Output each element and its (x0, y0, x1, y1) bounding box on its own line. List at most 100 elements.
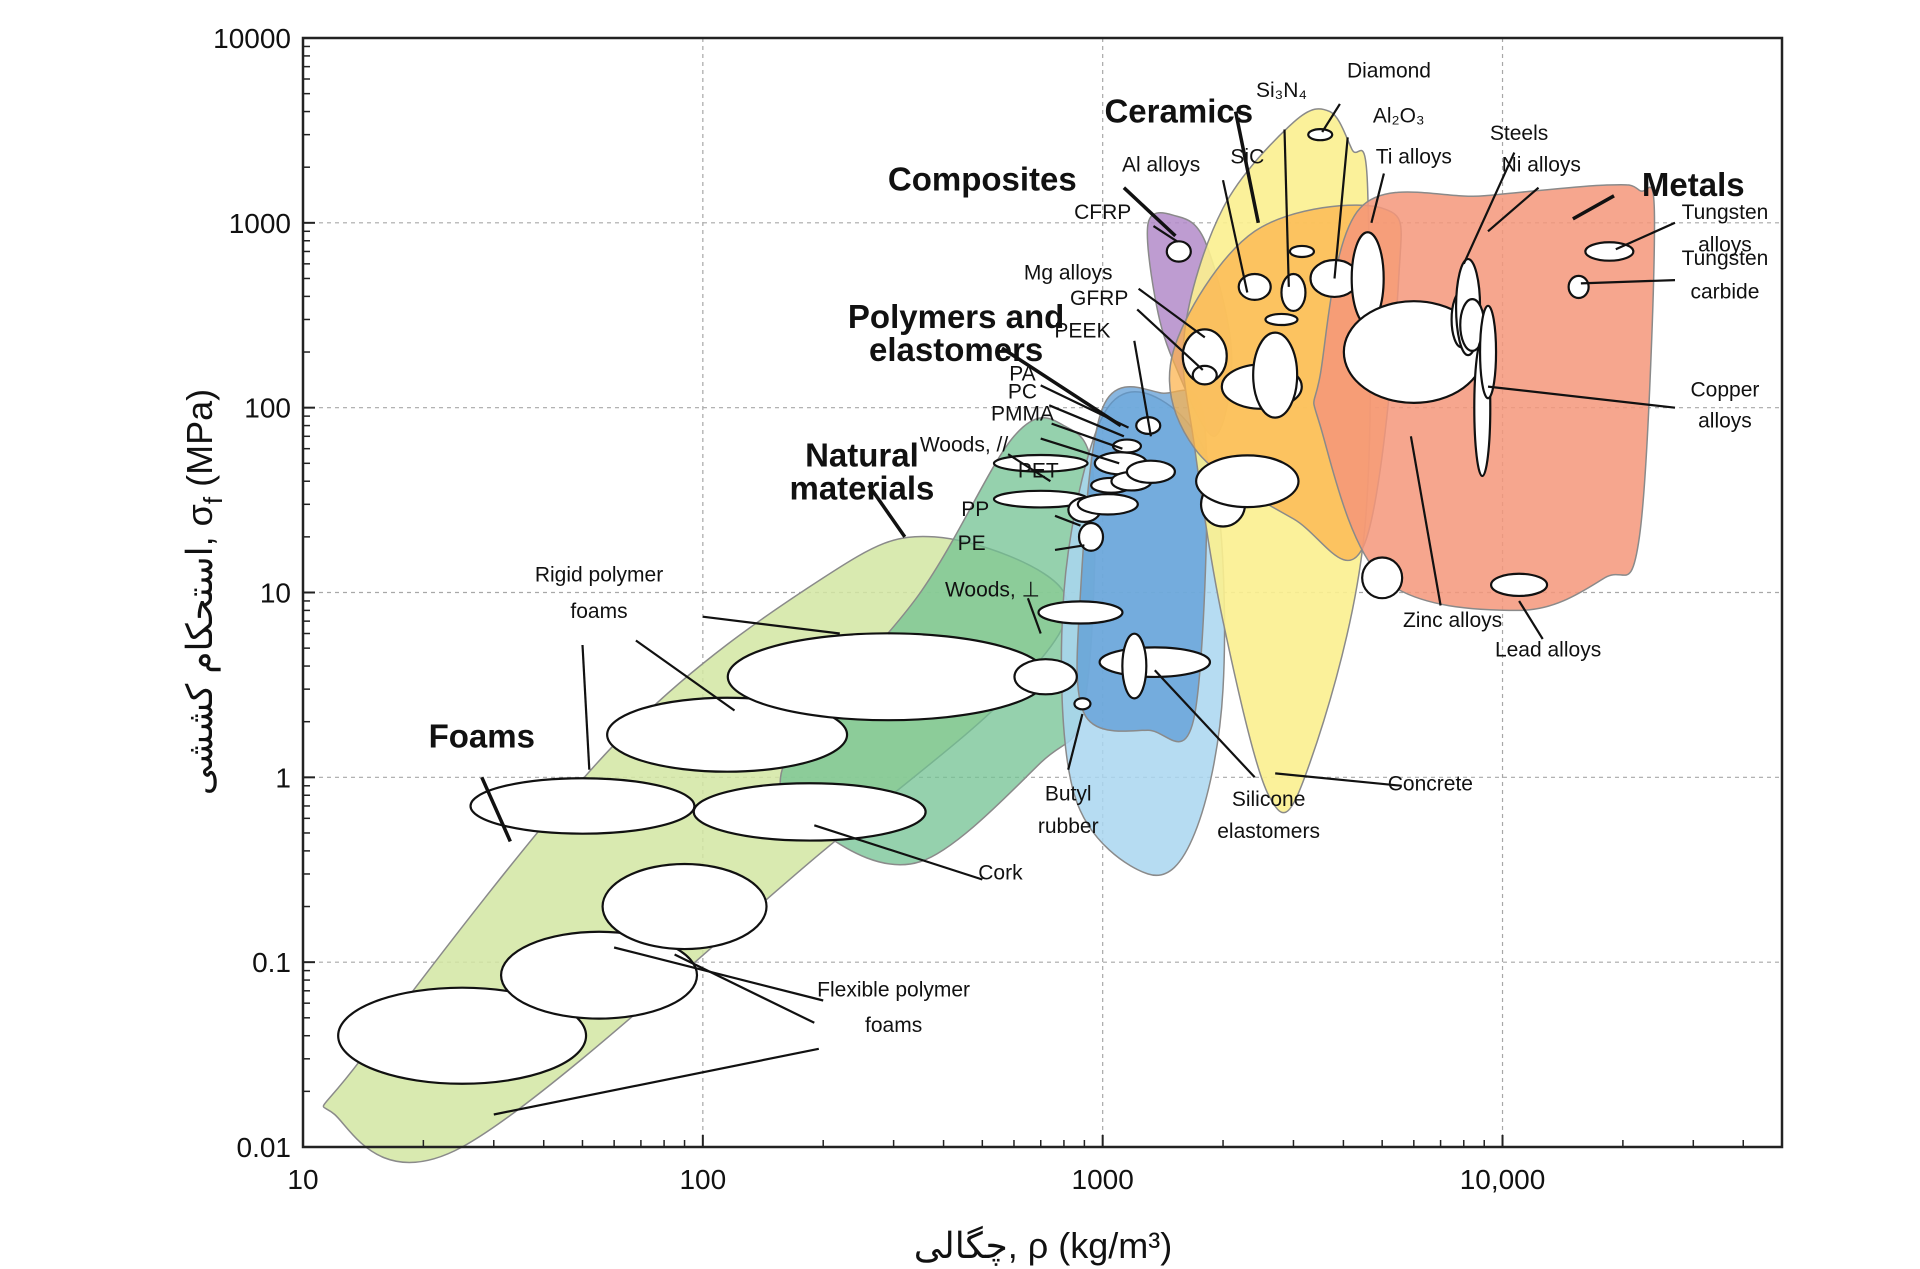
material-label: alloys (1698, 233, 1752, 256)
material-bubble (1237, 272, 1272, 301)
material-label: Steels (1490, 122, 1548, 145)
family-label-line: Polymers and (848, 298, 1064, 335)
material-label: SiC (1230, 145, 1264, 168)
leader-line (867, 484, 907, 538)
leader-line (1040, 437, 1120, 465)
y-axis-title-sym: , σ (179, 504, 220, 546)
leader-line (1333, 137, 1349, 279)
x-axis-title-sym: , ρ (kg/m³) (1008, 1225, 1172, 1266)
material-label: foams (865, 1014, 922, 1037)
leader-line (480, 776, 512, 843)
material-bubble (1567, 274, 1590, 300)
material-label: Tungsten (1682, 247, 1769, 270)
leader-line (1221, 179, 1249, 293)
material-bubble (1165, 240, 1192, 263)
leader-line (613, 946, 824, 1002)
material-label: Ti alloys (1376, 145, 1452, 168)
material-label: Concrete (1388, 772, 1473, 795)
material-label: PA (1009, 363, 1035, 386)
leader-line (1067, 713, 1084, 770)
material-bubble (1252, 331, 1299, 419)
x-tick-label: 1000 (1072, 1164, 1134, 1195)
material-label: Al alloys (1122, 153, 1200, 176)
leader-line (1233, 111, 1261, 224)
material-label: Diamond (1347, 60, 1431, 83)
x-axis-title: چگالی, ρ (kg/m³) (914, 1225, 1173, 1267)
material-label: Woods, ⊥ (945, 579, 1040, 602)
y-tick-label: 10000 (213, 23, 291, 54)
leader-line (1026, 597, 1042, 634)
leader-line (1136, 308, 1204, 371)
leader-line (1572, 194, 1615, 221)
material-label: Copper (1691, 378, 1760, 401)
x-tick-label: 10,000 (1460, 1164, 1546, 1195)
material-label: foams (570, 600, 627, 623)
family-label: Composites (888, 160, 1077, 197)
family-label-line: elastomers (869, 331, 1043, 368)
material-bubble (1013, 658, 1078, 696)
material-bubble (1121, 632, 1148, 700)
material-label: Zinc alloys (1403, 609, 1502, 632)
leader-line (1409, 436, 1442, 606)
material-bubble (1037, 600, 1124, 625)
family-label: Foams (429, 718, 535, 755)
leader-line (813, 824, 983, 881)
material-bubble (1361, 556, 1404, 600)
family-label: Ceramics (1104, 92, 1253, 129)
material-bubbles (337, 128, 1635, 1085)
y-tick-label: 100 (244, 393, 291, 424)
material-bubble (1478, 304, 1498, 400)
material-label: PE (958, 532, 986, 555)
leader-line (1580, 279, 1676, 285)
leader-line (1122, 186, 1177, 238)
material-bubble (1195, 454, 1300, 509)
material-label: Si₃N₄ (1256, 79, 1307, 102)
leader-line (1040, 384, 1129, 429)
y-tick-label: 1 (275, 762, 291, 793)
leader-line (1283, 129, 1290, 287)
material-label: Butyl (1045, 782, 1092, 805)
material-label: CFRP (1074, 201, 1131, 224)
leader-line (493, 1047, 820, 1116)
material-bubble (499, 930, 699, 1020)
x-axis-title-fa: چگالی (914, 1225, 1008, 1267)
material-bubble (1098, 646, 1212, 679)
leader-line (1133, 340, 1152, 437)
leader-line (1001, 346, 1122, 428)
material-bubble (1125, 459, 1176, 484)
y-axis-title-unit: (MPa) (179, 389, 220, 497)
material-label: Flexible polymer (817, 979, 970, 1002)
leader-line (1054, 514, 1081, 527)
material-label: PMMA (991, 403, 1054, 426)
leader-line (1051, 422, 1123, 450)
leader-line (1370, 173, 1385, 224)
material-label: alloys (1698, 410, 1752, 433)
leader-line (702, 615, 840, 635)
leader-line (1007, 453, 1051, 483)
material-label: Rigid polymer (535, 563, 663, 586)
leader-lines (480, 103, 1676, 1116)
leader-line (1153, 669, 1256, 779)
y-axis-title: استحکام کششی, σf (MPa) (179, 389, 228, 795)
material-bubble (692, 782, 927, 842)
leader-line (1137, 287, 1206, 339)
material-label: Mg alloys (1024, 261, 1113, 284)
leader-line (1048, 404, 1125, 438)
leader-line (581, 644, 591, 770)
material-label: Tungsten (1682, 201, 1769, 224)
material-label: Lead alloys (1495, 639, 1601, 662)
material-bubble (1073, 697, 1092, 711)
leader-line (674, 953, 815, 1024)
material-bubble (469, 777, 696, 835)
y-tick-label: 10 (260, 578, 291, 609)
material-bubble (606, 696, 849, 773)
x-tick-label: 10 (287, 1164, 318, 1195)
leader-line (1615, 221, 1676, 251)
material-label: Al₂O₃ (1373, 104, 1425, 127)
material-bubble (1307, 128, 1334, 142)
leader-line (1487, 186, 1540, 233)
leader-line (1518, 600, 1544, 640)
